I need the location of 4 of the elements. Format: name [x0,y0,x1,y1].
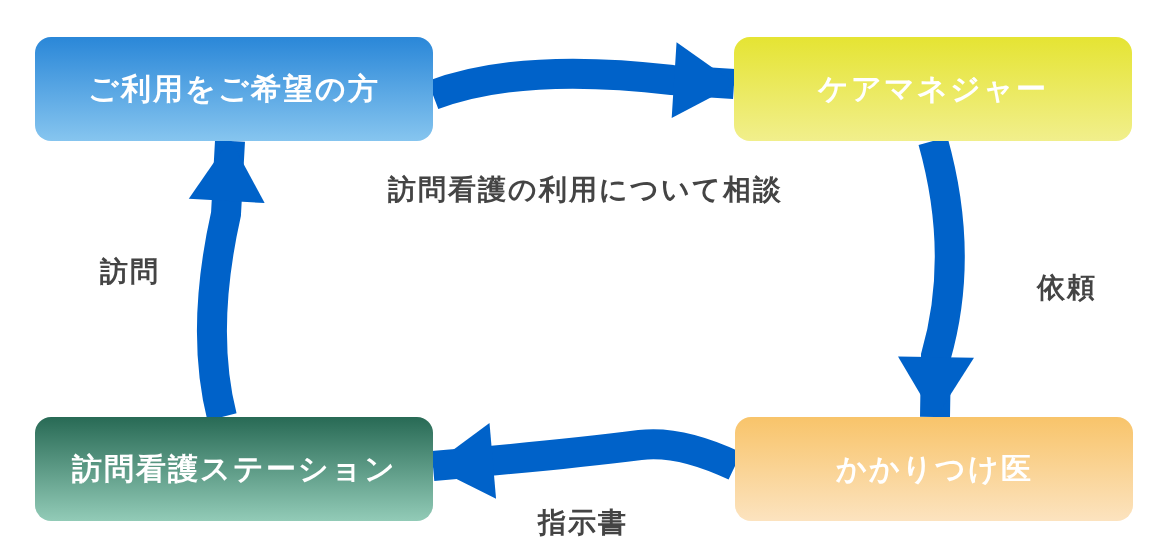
process-box: 訪問看護ステーション [35,417,433,521]
process-box: かかりつけ医 [735,417,1133,521]
process-box: ケアマネジャー [734,37,1132,141]
process-box: ご利用をご希望の方 [35,37,433,141]
